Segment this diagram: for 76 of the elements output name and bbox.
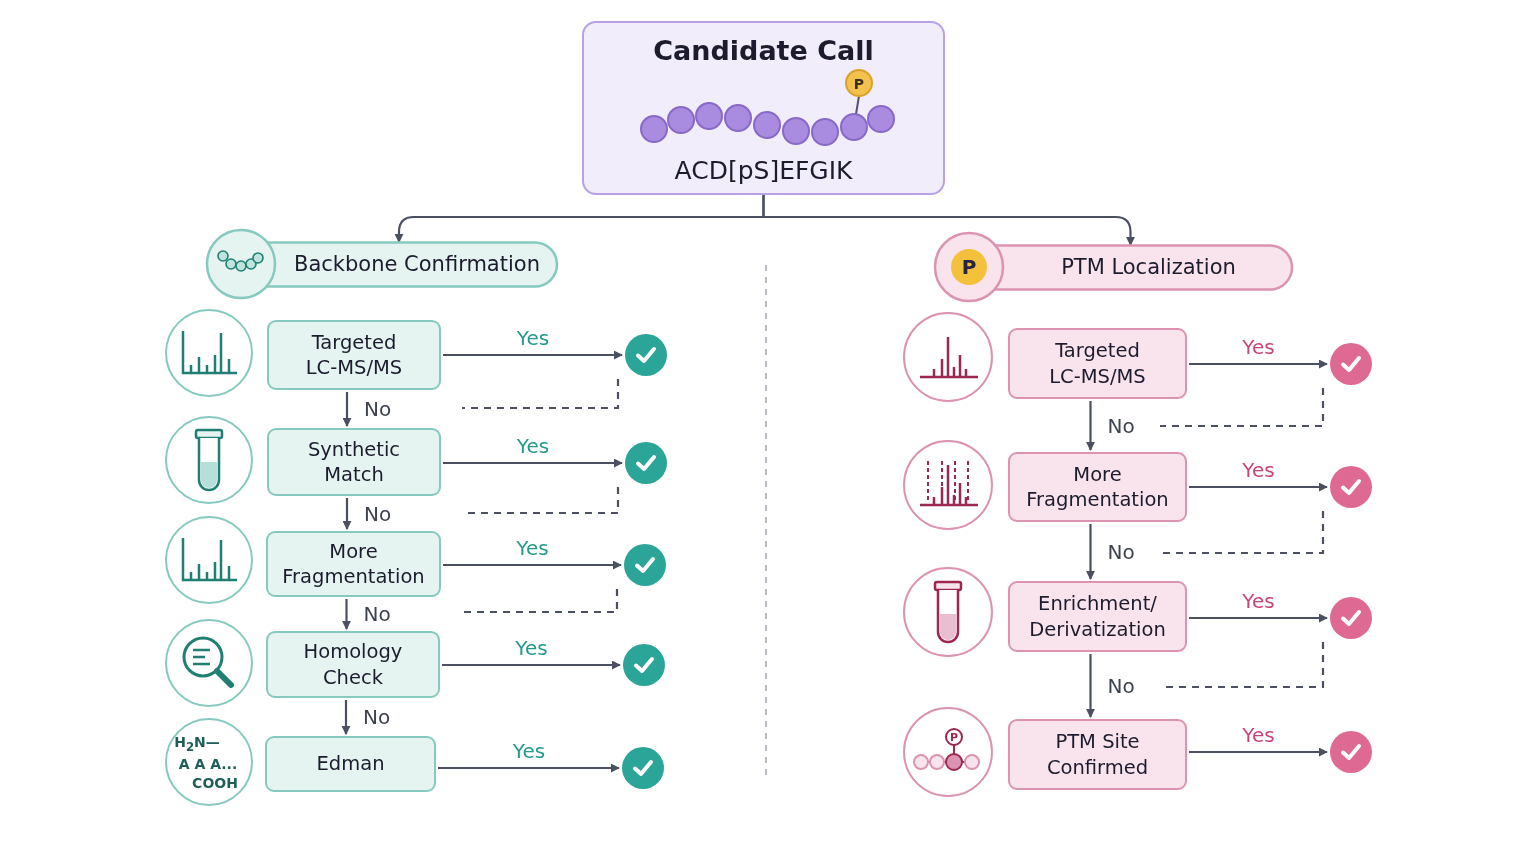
phospho-label: P: [949, 731, 959, 743]
step-label: Homology Check: [302, 639, 404, 690]
dashed-connector: [462, 379, 620, 410]
edge-label: Yes: [516, 536, 549, 560]
check-circle: [625, 334, 667, 376]
arrow: [1086, 524, 1095, 580]
step-label: Edman: [316, 751, 385, 777]
arrow: [1189, 482, 1328, 492]
terminus-label: H$_{2}$N—: [174, 734, 220, 754]
dashed-connector: [1160, 511, 1325, 555]
step-label: PTM Site Confirmed: [1045, 729, 1150, 780]
edge-label: Yes: [1242, 589, 1275, 613]
edge-label: Yes: [516, 326, 550, 350]
phospho-label: P: [853, 77, 865, 91]
edge-label: Yes: [1242, 458, 1275, 482]
check-circle: [1330, 597, 1372, 639]
edge-label: No: [1107, 673, 1135, 698]
arrow: [443, 350, 623, 360]
step-box: [267, 428, 441, 496]
sequence-label: A A A...: [178, 757, 238, 771]
edge-label: No: [1107, 413, 1135, 438]
step-box: [266, 531, 441, 597]
arrow: [1189, 613, 1328, 623]
section-header: [206, 229, 558, 299]
arrow: [341, 700, 351, 735]
section-header: [934, 232, 1293, 302]
check-circle: [623, 644, 665, 686]
step-label: Targeted LC-MS/MS: [1048, 338, 1147, 389]
edge-label: Yes: [1242, 723, 1275, 747]
step-label: Enrichment/ Derivatization: [1028, 591, 1167, 642]
check-circle: [1330, 731, 1372, 773]
section-title: PTM Localization: [1061, 255, 1236, 279]
edge-label: No: [1107, 539, 1135, 564]
dashed-connector: [1160, 388, 1325, 428]
step-label: Synthetic Match: [306, 436, 402, 488]
step-label: More Fragmentation: [281, 538, 426, 590]
step-box: [267, 320, 441, 390]
section-title: Backbone Confirmation: [294, 252, 540, 276]
arrow: [443, 458, 623, 468]
check-circle: [624, 544, 666, 586]
arrow: [442, 660, 621, 670]
sequence-text: ACD[pS]EFGIK: [674, 156, 853, 185]
arrow: [1189, 359, 1328, 369]
edge-label: Yes: [515, 636, 548, 660]
step-box: [1008, 719, 1187, 790]
check-circle: [625, 442, 667, 484]
step-box: [266, 631, 440, 698]
check-circle: [622, 747, 664, 789]
terminus-label: COOH: [192, 776, 238, 790]
arrow: [342, 498, 352, 530]
edge-label: Yes: [1242, 335, 1275, 359]
arrow: [1189, 747, 1328, 757]
step-box: [1008, 328, 1187, 399]
edge-label: Yes: [512, 739, 546, 763]
step-box: [265, 736, 436, 792]
step-box: [1008, 581, 1187, 652]
check-circle: [1330, 343, 1372, 385]
edge-label: No: [364, 501, 392, 526]
edge-label: No: [363, 602, 391, 626]
edge-label: Yes: [516, 434, 550, 458]
edge-label: No: [363, 705, 391, 729]
arrow: [762, 195, 1135, 246]
arrow: [342, 392, 352, 427]
title-box: [582, 21, 945, 195]
arrow: [443, 560, 622, 570]
step-label: More Fragmentation: [1025, 461, 1170, 513]
step-box: [1008, 452, 1187, 522]
arrow: [1086, 654, 1095, 718]
check-circle: [1330, 466, 1372, 508]
arrow: [1086, 401, 1095, 451]
edge-label: No: [364, 397, 392, 421]
title-text: Candidate Call: [653, 35, 874, 66]
arrow: [342, 599, 351, 630]
arrow: [438, 763, 620, 773]
step-label: Targeted LC-MS/MS: [304, 329, 404, 381]
phospho-label: P: [961, 257, 977, 277]
